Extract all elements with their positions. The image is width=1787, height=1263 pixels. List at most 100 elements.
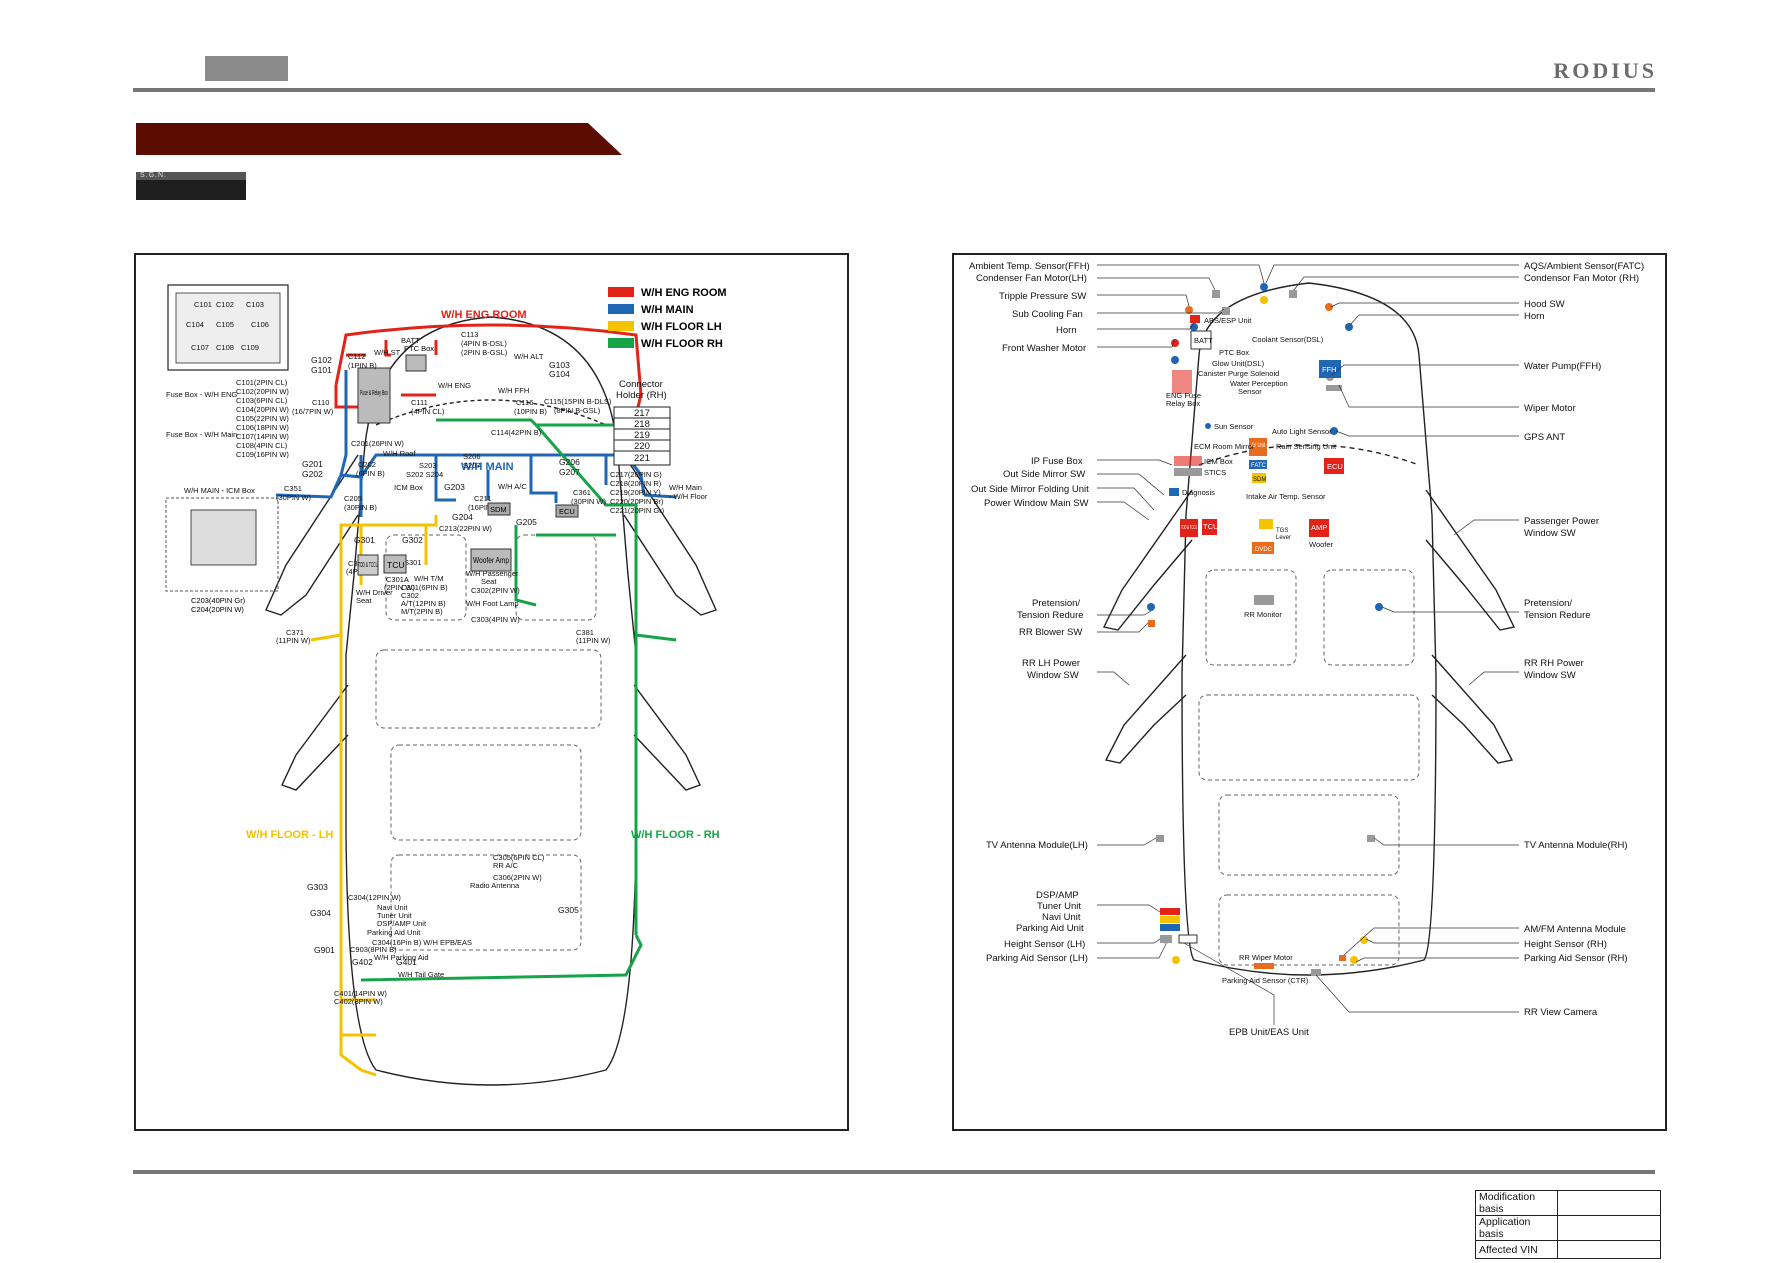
lbl-c402: C402(8PIN W) [334,997,383,1006]
lbl-c301a-b: (2PIN W) [384,583,415,592]
callout-rr-blower: RR Blower SW [1019,627,1082,638]
callout-ambient-temp: Ambient Temp. Sensor(FFH) [969,261,1090,272]
lbl-driver-seat: Seat [356,596,372,605]
lbl-c112: C112 [348,352,365,361]
sgn-badge: S.G.N. [136,172,246,200]
tod-tccu-box [357,554,379,576]
callout-subcooling: Sub Cooling Fan [1012,309,1083,320]
in-av: AV Unit [1251,443,1265,449]
lbl-c381-b: (11PIN W) [576,636,611,645]
ground-g102: G102 [311,355,332,365]
ecu-box [555,504,579,518]
component-markers [1147,283,1383,976]
lbl-c304-16: C304(16Pin B) W/H EPB/EAS [372,938,472,947]
lbl-c401: C401(14PIN W) [334,989,387,998]
holder-slot-219: 219 [634,430,650,441]
ground-g401: G401 [396,957,417,967]
in-canister: Canister Purge Solenoid [1198,369,1279,378]
callout-ip-fuse: IP Fuse Box [1031,456,1083,467]
in-fatc: FATC [1251,463,1267,469]
revision-label: Affected VIN [1475,1240,1558,1259]
callout-aqs: AQS/Ambient Sensor(FATC) [1524,261,1644,272]
lbl-s206: S206 [463,452,481,461]
lbl-c116-b: (10PIN B) [514,407,547,416]
callout-horn-l: Horn [1056,325,1077,336]
icm-box-drawing [165,497,279,592]
callout-mirror-fold: Out Side Mirror Folding Unit [971,484,1089,495]
label-floor-rh: W/H FLOOR - RH [631,829,720,841]
ground-g206: G206 [559,457,580,467]
in-park-ctr: Parking Aid Sensor (CTR) [1222,976,1309,985]
legend-main: W/H MAIN [641,304,694,316]
in-abs: ABS/ESP Unit [1204,316,1252,325]
fuse-conn-c105: C105 [216,320,234,329]
lbl-c302-mt: M/T(2PIN B) [401,607,443,616]
sdm-label: SDM [490,505,507,514]
lbl-c116: C116 [516,398,533,407]
fuse-main-1: C107(14PIN W) [236,432,289,441]
ground-g305: G305 [558,905,579,915]
fuse-main-0: C106(18PIN W) [236,423,289,432]
harness-eng-room [334,323,643,416]
callout-parking-unit: Parking Aid Unit [1016,923,1084,934]
lbl-wh-eng: W/H ENG [438,381,471,390]
legend-swatch-eng-room [608,287,634,297]
in-glow: Glow Unit(DSL) [1212,359,1265,368]
header-divider [133,88,1655,92]
fuse-conn-c109: C109 [241,343,259,352]
lbl-c361: C361 [573,488,591,497]
ground-g303: G303 [307,882,328,892]
in-dvdc: DVDC [1255,547,1273,553]
ground-g101: G101 [311,365,332,375]
connector-holder [613,406,671,466]
revision-row: Modification basis [1475,1190,1661,1216]
callout-height-lh: Height Sensor (LH) [1004,939,1085,950]
fuse-conn-c103: C103 [246,300,264,309]
revision-label: Application basis [1475,1215,1558,1241]
lbl-s301: S301 [404,558,422,567]
in-ecu: ECU [1327,462,1343,471]
callout-tv-rh: TV Antenna Module(RH) [1524,840,1628,851]
lbl-c205: C205 [344,494,362,503]
in-rain: Rain Sensing Unit [1276,442,1337,451]
callout-hood-sw: Hood SW [1524,299,1565,310]
ground-g201: G201 [302,459,323,469]
lbl-radio-ant: Radio Antenna [470,881,520,890]
harness-floor-lh [310,515,438,1077]
fuse-box-drawing [167,284,289,371]
lbl-c301-6: C301(6PIN B) [401,583,448,592]
callout-rr-lh-pw-1: RR LH Power [1022,658,1080,669]
holder-conn-219: C219(20PIN Y) [610,488,661,497]
lbl-batt: BATT [401,336,420,345]
in-sensor: Sensor [1238,387,1262,396]
fuse-conn-c106: C106 [251,320,269,329]
in-tod: TOD & TCCU [1181,525,1197,531]
lbl-wh-ac: W/H A/C [498,482,527,491]
holder-conn-220: C220(20PIN Br) [610,497,664,506]
ptc-box [405,354,427,372]
revision-row: Application basis [1475,1215,1661,1241]
lbl-c371-b: (11PIN W) [276,636,311,645]
fuse-eng-4: C105(22PIN W) [236,414,289,423]
callout-dsp: DSP/AMP [1036,890,1079,901]
footer-divider [133,1170,1655,1174]
lbl-c303: C303(4PIN W) [471,615,520,624]
legend-floor-lh: W/H FLOOR LH [641,321,722,333]
legend-swatch-main [608,304,634,314]
lbl-c361-b: (30PIN W) [571,497,607,506]
ground-g104: G104 [549,369,570,379]
connector-holder-title-1: Connector [619,379,663,390]
lbl-c213: C213(22PIN W) [439,524,492,533]
lbl-wh-driver: W/H Driver [356,588,393,597]
lbl-s207: S207 [463,461,481,470]
lbl-c305: C305(6PIN CL) [493,853,545,862]
lbl-c306: C306(2PIN W) [493,873,542,882]
holder-conn-221: C221(20PIN Gr) [610,506,665,515]
harness-floor-rh [360,418,677,982]
ground-g204: G204 [452,512,473,522]
holder-slot-218: 218 [634,419,650,430]
callout-rr-camera: RR View Camera [1524,1007,1598,1018]
lbl-c205-b: (30PIN B) [344,503,377,512]
icm-box-label: W/H MAIN - ICM Box [184,486,255,495]
lbl-pass-seat: Seat [481,577,497,586]
